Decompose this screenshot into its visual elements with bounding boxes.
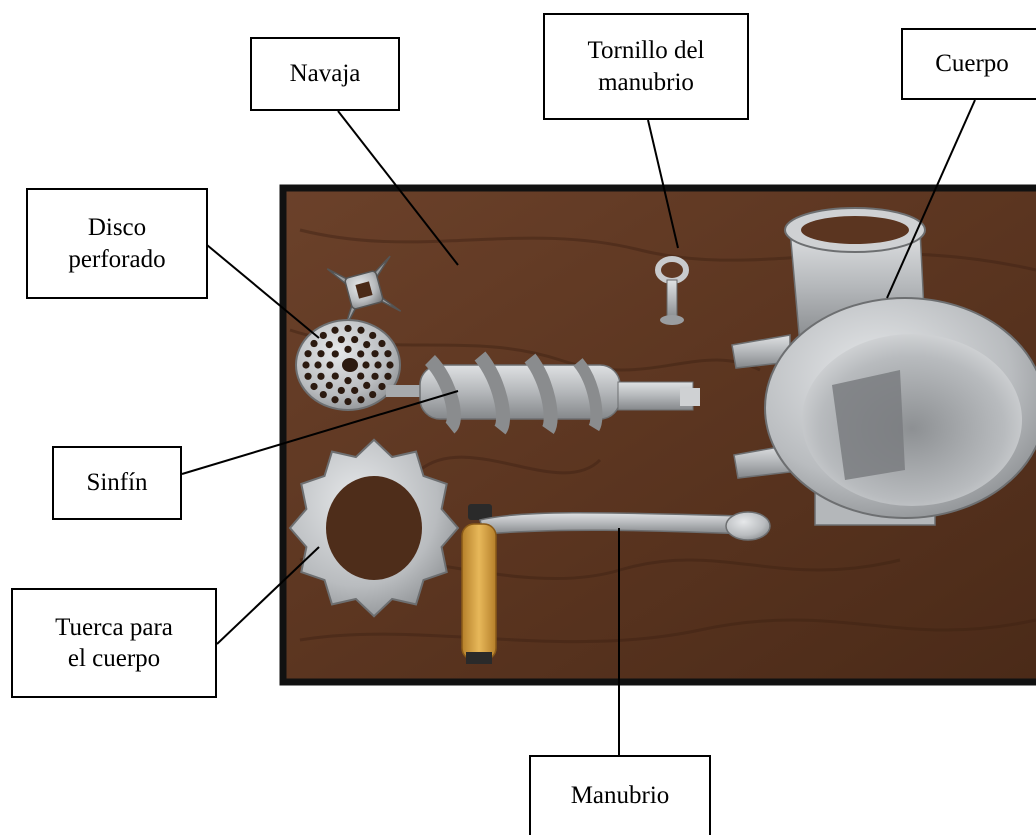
- label-navaja: Navaja: [250, 37, 400, 111]
- navaja-part: [326, 255, 402, 331]
- disco-hole: [317, 372, 325, 380]
- disco-hole: [331, 350, 339, 358]
- disco-hole: [369, 331, 377, 340]
- disco-hole: [344, 345, 352, 353]
- disco-hole: [337, 335, 345, 344]
- disco-hole: [357, 350, 365, 358]
- disco-holes: [302, 324, 394, 406]
- tornillo-part: [655, 256, 689, 325]
- disco-hole: [331, 326, 339, 334]
- label-tornillo-del-manubrio: Tornillo del manubrio: [543, 13, 749, 120]
- disco-hole: [325, 381, 333, 390]
- photo-frame: [279, 184, 1036, 686]
- disco-hole: [378, 339, 386, 348]
- disco-hole: [371, 350, 379, 358]
- disco-hole: [362, 361, 370, 369]
- label-manubrio: Manubrio: [529, 755, 711, 835]
- disco-hole: [363, 340, 371, 349]
- tuerca-part: [288, 438, 460, 618]
- disco-hole: [351, 386, 359, 395]
- disco-hole: [378, 382, 386, 391]
- leader-disco: [206, 244, 320, 339]
- disco-hole: [304, 372, 312, 380]
- label-disco-perforado: Disco perforado: [26, 188, 208, 299]
- disco-hole: [357, 372, 365, 380]
- disco-perforado-part: [295, 319, 401, 411]
- disco-hole: [326, 361, 334, 369]
- disco-hole: [363, 381, 371, 390]
- disco-hole: [302, 361, 310, 369]
- cuerpo-part: [731, 207, 1036, 526]
- label-cuerpo: Cuerpo: [901, 28, 1036, 100]
- disco-hole: [344, 324, 352, 333]
- label-tuerca-para-el-cuerpo: Tuerca para el cuerpo: [11, 588, 217, 698]
- disco-hole: [344, 377, 352, 385]
- disco-hole: [331, 372, 339, 380]
- disco-hole: [369, 390, 377, 399]
- disco-hole: [386, 361, 394, 369]
- label-sinfin: Sinfín: [52, 446, 182, 520]
- disco-hole: [331, 396, 339, 404]
- leader-lines: [181, 99, 976, 755]
- disco-hole: [371, 372, 379, 380]
- disco-hole: [317, 350, 325, 358]
- disco-hole: [310, 382, 318, 391]
- leader-navaja: [337, 110, 459, 266]
- disco-hole: [319, 331, 327, 340]
- disco-hole: [384, 350, 392, 358]
- disco-hole: [351, 335, 359, 344]
- leader-sinfin: [181, 390, 459, 475]
- leader-tornillo: [647, 119, 679, 249]
- disco-hole: [319, 390, 327, 399]
- disco-hole: [374, 361, 382, 369]
- disco-hole: [325, 340, 333, 349]
- disco-hole: [310, 339, 318, 348]
- leader-tuerca: [216, 546, 320, 645]
- disco-hole: [344, 397, 352, 406]
- disco-hole: [337, 386, 345, 395]
- disco-hole: [304, 350, 312, 358]
- leader-cuerpo: [886, 99, 976, 299]
- disco-hole: [357, 396, 365, 404]
- manubrio-part: [461, 504, 771, 664]
- disco-hole: [384, 372, 392, 380]
- disco-hole: [314, 361, 322, 369]
- disco-hole: [357, 326, 365, 334]
- sinfin-part: [386, 351, 700, 435]
